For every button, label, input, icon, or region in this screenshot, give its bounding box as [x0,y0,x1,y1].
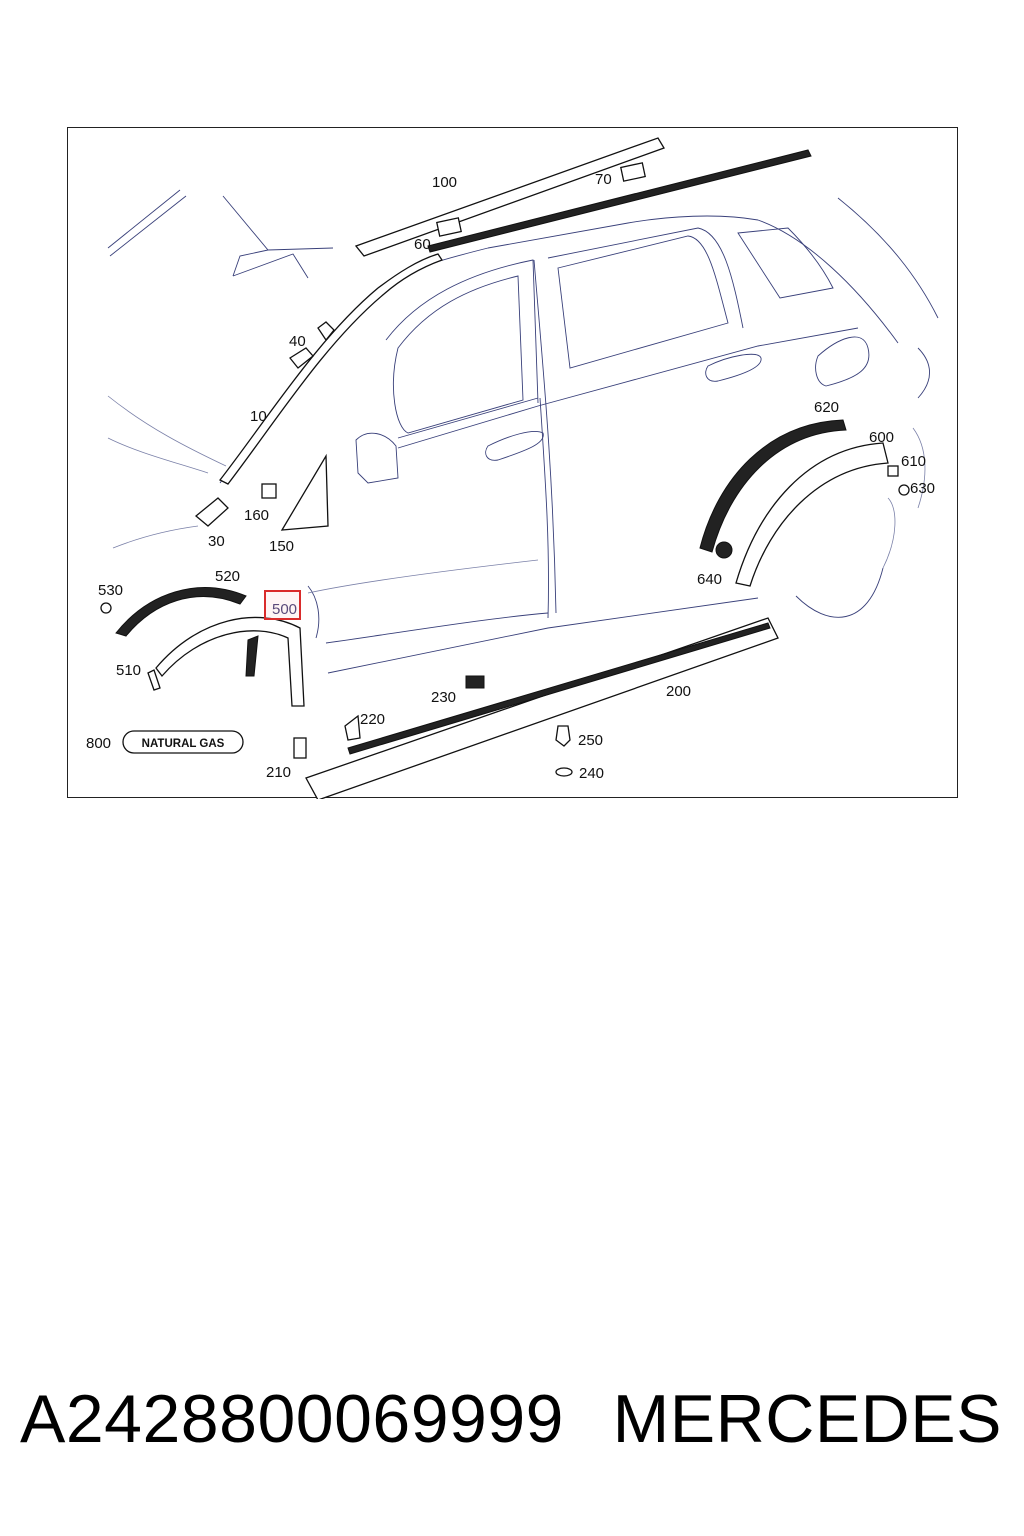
callout-800[interactable]: 800 [86,735,111,752]
callout-620[interactable]: 620 [814,399,839,416]
callout-630[interactable]: 630 [910,480,935,497]
parts-diagram-frame: NATURAL GAS 100 70 60 40 10 160 30 150 6… [67,127,958,799]
clip-70 [620,162,646,182]
callouts: 100 70 60 40 10 160 30 150 620 600 610 6… [86,171,935,782]
clip-40a [289,347,314,369]
triangle-trim-150 [280,453,329,531]
callout-30[interactable]: 30 [208,533,225,550]
caption-row: A2428800069999 MERCEDES [0,1380,1024,1470]
front-wheel-arch-500 [155,616,305,707]
clip-60 [436,217,462,237]
callout-160[interactable]: 160 [244,507,269,524]
clip-230 [465,675,485,689]
clip-610 [887,465,899,477]
roof-rail-trim [354,137,665,257]
clip-160 [261,483,277,499]
callout-230[interactable]: 230 [431,689,456,706]
natural-gas-badge [122,730,244,754]
callout-600[interactable]: 600 [869,429,894,446]
callout-200[interactable]: 200 [666,683,691,700]
brand-name: MERCEDES [612,1381,1002,1457]
clip-40b [317,321,335,342]
callout-210[interactable]: 210 [266,764,291,781]
arch-bracket-500 [245,635,259,677]
callout-510[interactable]: 510 [116,662,141,679]
clip-210 [293,737,307,759]
washer-240 [555,767,573,777]
rear-wheel-arch-600 [735,442,889,587]
callout-500[interactable]: 500 [272,601,297,618]
callout-70[interactable]: 70 [595,171,612,188]
callout-150[interactable]: 150 [269,538,294,555]
roof-channel-strip [427,149,812,253]
callout-220[interactable]: 220 [360,711,385,728]
front-arch-seal-520 [115,587,247,637]
sill-edge-200 [347,622,771,755]
callout-40[interactable]: 40 [289,333,306,350]
callout-530[interactable]: 530 [98,582,123,599]
badge-label: NATURAL GAS [142,738,225,750]
part-number: A2428800069999 [20,1381,564,1457]
callout-240[interactable]: 240 [579,765,604,782]
push-clip-250 [555,725,571,747]
car-body-outline [107,189,939,674]
callout-520[interactable]: 520 [215,568,240,585]
callout-640[interactable]: 640 [697,571,722,588]
callout-610[interactable]: 610 [901,453,926,470]
plug-640 [715,541,733,559]
callout-100[interactable]: 100 [432,174,457,191]
screw-530 [100,602,112,614]
a-pillar-trim [219,253,443,485]
callout-250[interactable]: 250 [578,732,603,749]
callout-10[interactable]: 10 [250,408,267,425]
parts: NATURAL GAS [100,137,910,799]
parts-diagram: NATURAL GAS 100 70 60 40 10 160 30 150 6… [86,137,939,799]
screw-630 [898,484,910,496]
bracket-30 [194,497,229,527]
rear-arch-seal-620 [699,419,847,553]
bracket-220 [344,714,361,741]
stud-510 [147,669,161,691]
callout-500-highlight-box [264,590,301,620]
callout-60[interactable]: 60 [414,236,431,253]
